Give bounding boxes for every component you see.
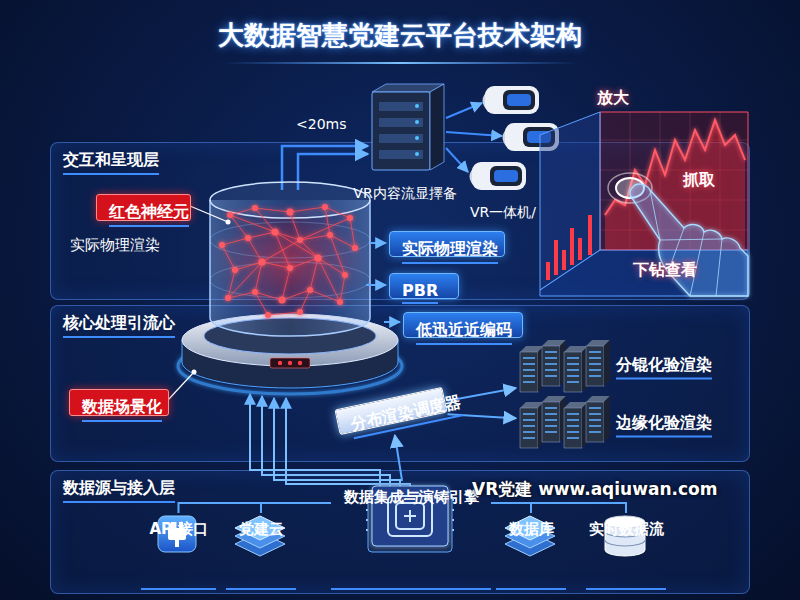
source-icon: 数据库 bbox=[496, 513, 566, 593]
side-label: 实际物理渲染 bbox=[70, 236, 160, 255]
engine-chip: 数据集成与演铸引擎 bbox=[331, 481, 491, 593]
layer-band: 核心处理引流心 低迅近近编码数据场景化 分布渲染调度器 分锟化验渲染边缘化验渲染 bbox=[50, 305, 750, 462]
device-label: VR一体机/ bbox=[470, 204, 536, 222]
node-label: 边缘化验渲染 bbox=[616, 413, 712, 438]
title-underline bbox=[220, 62, 580, 64]
server-group: 分锟化验渲染 bbox=[516, 339, 746, 395]
layer-title: 核心处理引流心 bbox=[63, 313, 175, 338]
process-box: 实际物理渲染 bbox=[389, 231, 505, 257]
node-label: API接口 bbox=[141, 520, 216, 590]
node-label: 党建云 bbox=[226, 520, 296, 590]
scheduler-box: 分布渲染调度器 bbox=[334, 387, 447, 435]
callout-box: 红色神经元 bbox=[96, 194, 191, 221]
vr-headset bbox=[507, 94, 531, 106]
headset-arrow bbox=[446, 103, 482, 118]
layer-title: 交互和呈现层 bbox=[63, 150, 159, 175]
data-panel: 放大抓取下钻查看 bbox=[535, 88, 750, 296]
vr-headset bbox=[503, 90, 535, 110]
node-label: VR内容流显擇备 bbox=[340, 185, 470, 203]
node-label: 抓取 bbox=[683, 170, 715, 191]
node-label: 数据场景化 bbox=[82, 397, 162, 422]
diagram-title: 大数据智慧党建云平台技术架构 bbox=[0, 18, 800, 53]
latency-label: <20ms bbox=[296, 116, 346, 132]
node-label: 下钻查看 bbox=[633, 260, 697, 281]
server-icon bbox=[379, 118, 423, 127]
vr-headset bbox=[484, 92, 489, 110]
process-box: PBR bbox=[389, 273, 459, 299]
vr-headset bbox=[485, 86, 539, 114]
headset-arrow bbox=[446, 132, 502, 136]
callout-box: 数据场景化 bbox=[69, 389, 169, 416]
watermark: VR党建 www.aqiuwan.com bbox=[472, 478, 717, 501]
vr-headset bbox=[484, 86, 539, 114]
node-label: 实际物理渲染 bbox=[402, 239, 498, 264]
server-icon bbox=[372, 84, 444, 92]
node-label: 分锟化验渲染 bbox=[616, 355, 712, 380]
node-label: 分布渲染调度器 bbox=[349, 392, 464, 440]
server-icon bbox=[415, 120, 419, 124]
node-label: 数据集成与演铸引擎 bbox=[331, 488, 491, 590]
server-node: VR内容流显擇备 bbox=[340, 88, 470, 206]
title-underline bbox=[220, 62, 580, 64]
node-label: PBR bbox=[402, 281, 438, 304]
source-icon: API接口 bbox=[141, 513, 216, 593]
process-box: 低迅近近编码 bbox=[403, 312, 523, 338]
server-icon bbox=[415, 104, 419, 108]
node-label: 放大 bbox=[597, 88, 629, 109]
layer-title: 数据源与接入层 bbox=[63, 478, 175, 503]
server-icon bbox=[379, 102, 423, 111]
source-icon: 党建云 bbox=[226, 513, 296, 593]
node-label: 实时数据流 bbox=[586, 520, 666, 590]
node-label: 数据库 bbox=[496, 520, 566, 590]
server-icon bbox=[415, 136, 419, 140]
node-label: 低迅近近编码 bbox=[416, 320, 512, 345]
node-label: 红色神经元 bbox=[109, 202, 189, 227]
server-group: 边缘化验渲染 bbox=[516, 397, 746, 453]
source-icon: 实时数据流 bbox=[586, 513, 666, 593]
